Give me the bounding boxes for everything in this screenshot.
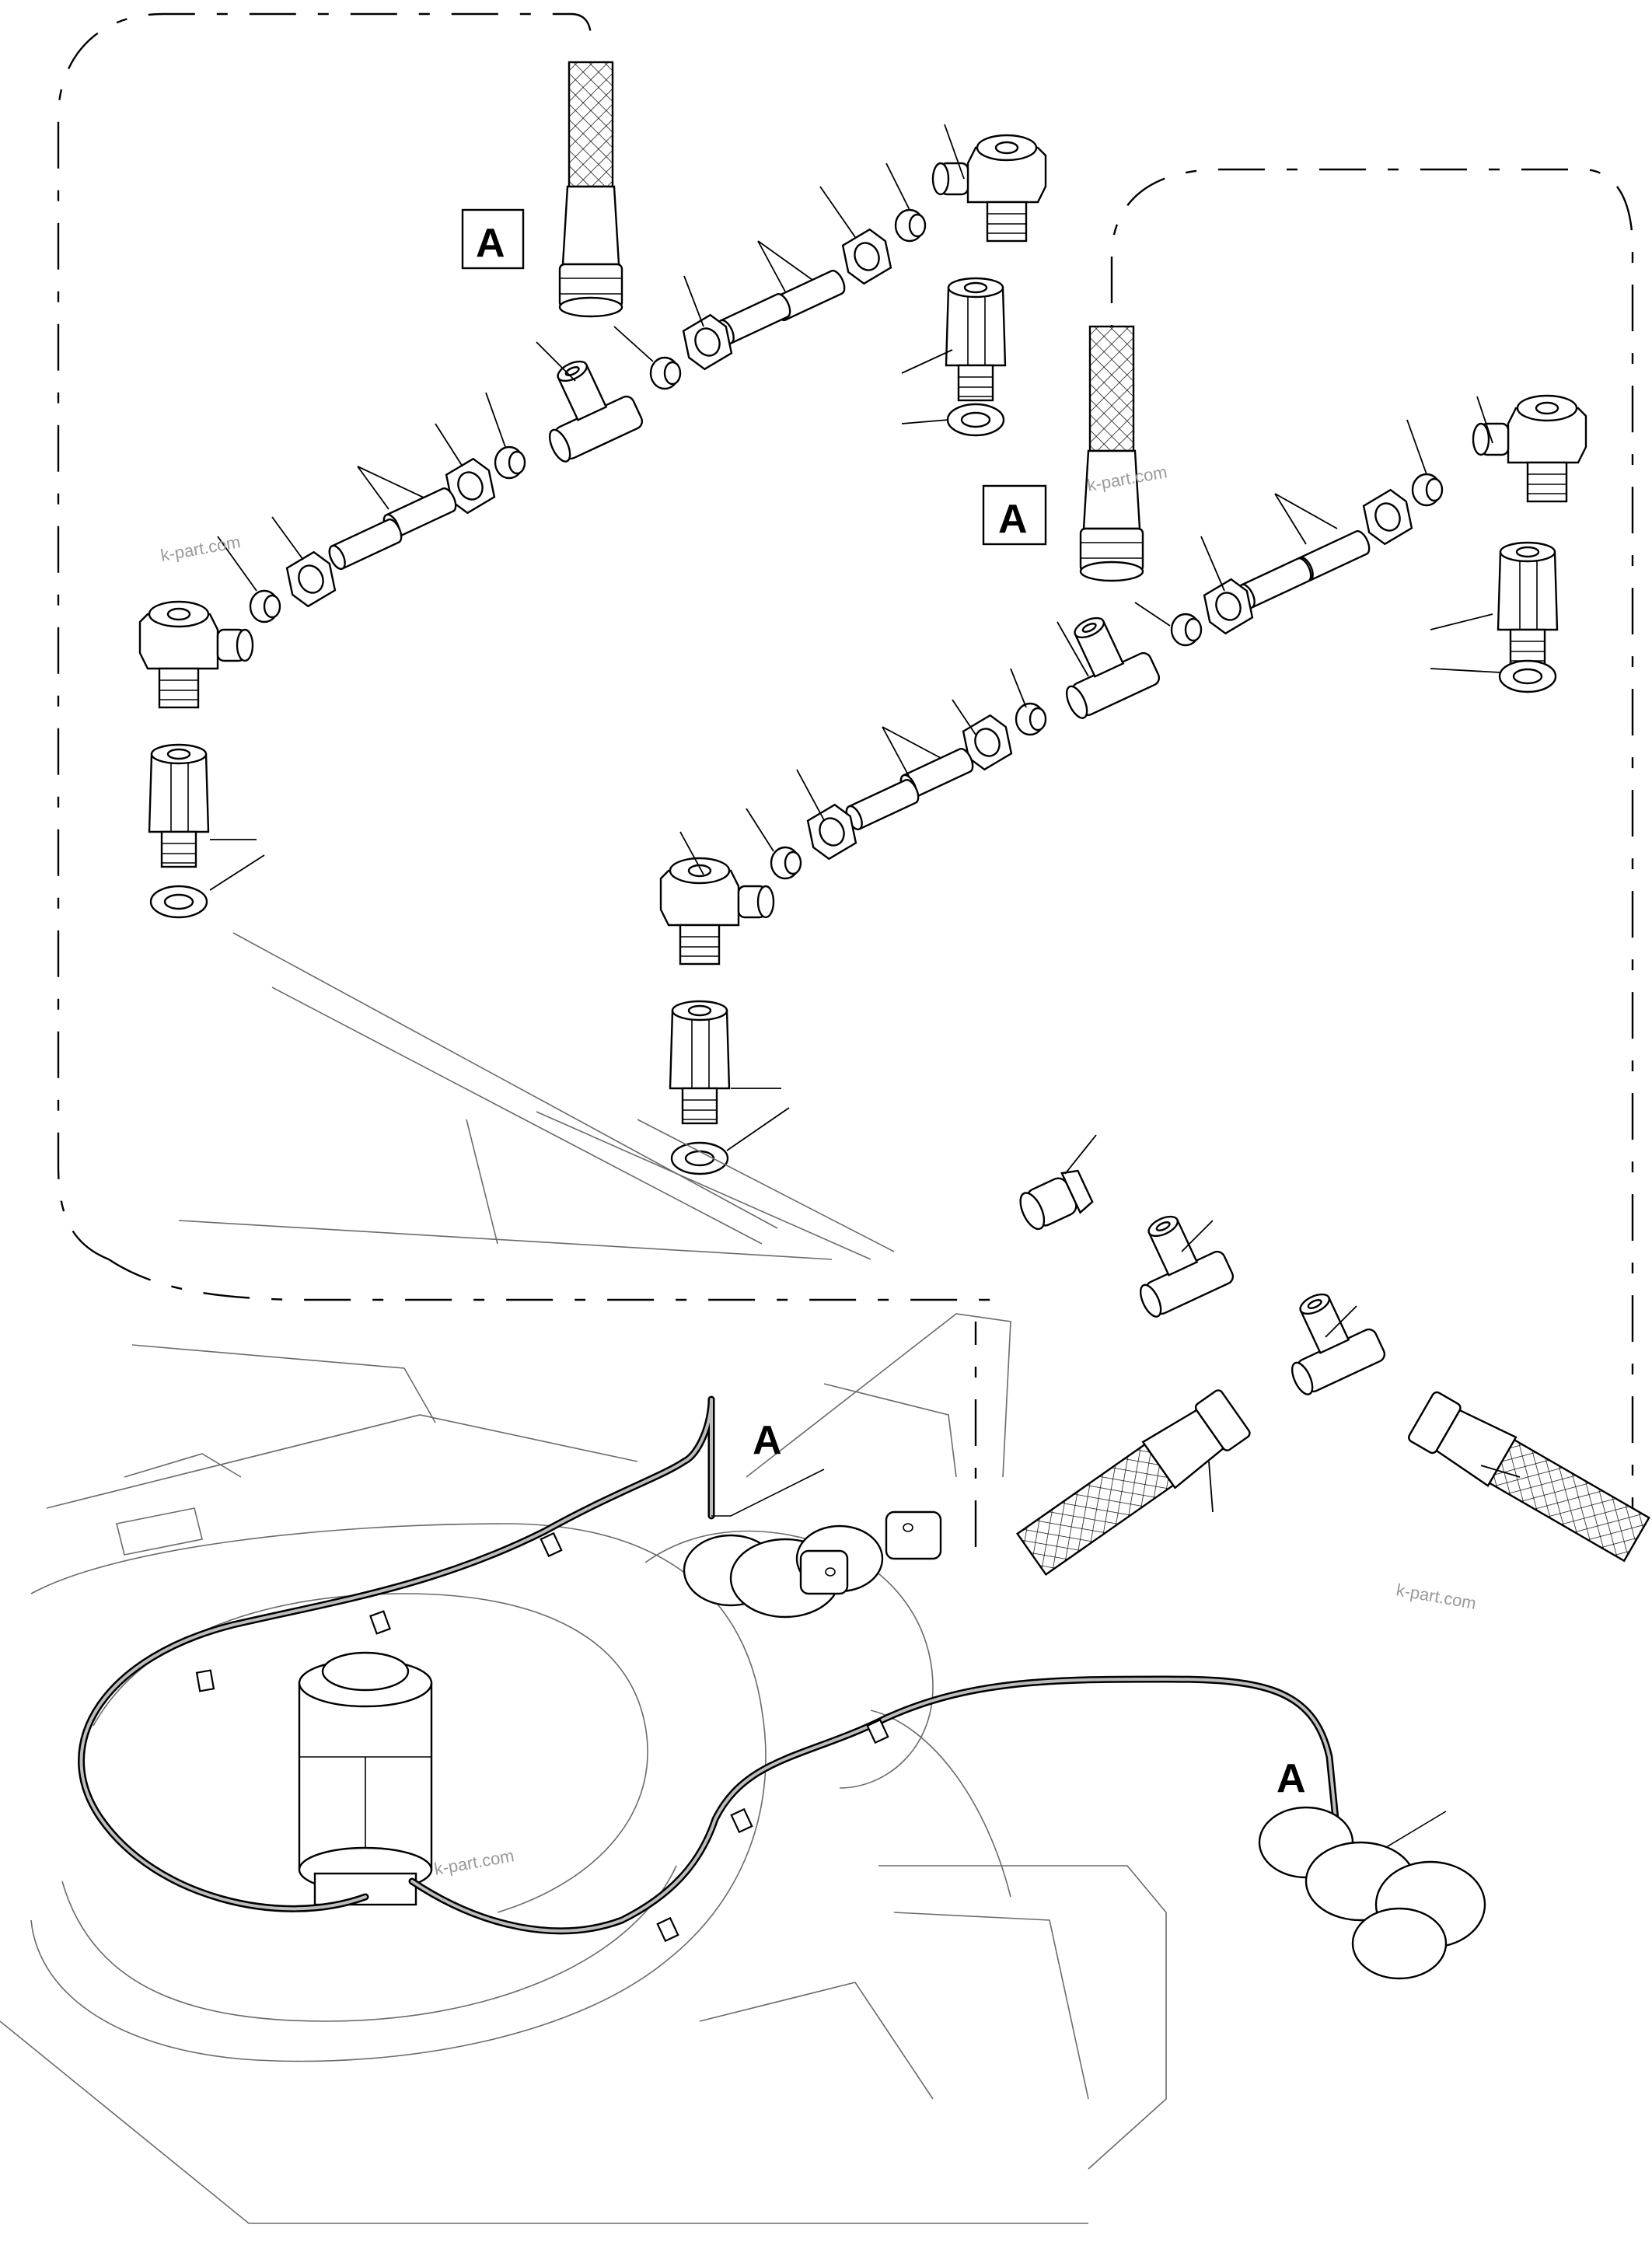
bearing-assembly-lower bbox=[1258, 1806, 1486, 1980]
detail-frame-left bbox=[57, 12, 999, 1301]
leader-lines-right bbox=[679, 396, 1501, 1151]
watermark: k-part.com bbox=[433, 1846, 516, 1879]
machine-background-outlines bbox=[0, 932, 1167, 2224]
callout-a-label: A bbox=[1277, 1756, 1306, 1801]
tee-junction-detail bbox=[1015, 1134, 1650, 1577]
callout-a-label: A bbox=[476, 221, 505, 266]
detail-frame-right bbox=[974, 168, 1634, 1547]
callout-a-box-left: A bbox=[461, 208, 525, 270]
filter-housing bbox=[298, 1651, 433, 1906]
callout-a-label: A bbox=[998, 497, 1028, 542]
bearing-assembly-upper bbox=[683, 1510, 942, 1619]
watermark: k-part.com bbox=[1395, 1580, 1478, 1613]
assembly-right bbox=[659, 325, 1587, 1175]
leader-lines-upper-left bbox=[209, 124, 965, 891]
callout-a-label: A bbox=[753, 1418, 782, 1463]
callout-a-box-right: A bbox=[982, 484, 1047, 546]
watermark: k-part.com bbox=[159, 532, 243, 565]
grease-line-routes bbox=[78, 1395, 1447, 1943]
